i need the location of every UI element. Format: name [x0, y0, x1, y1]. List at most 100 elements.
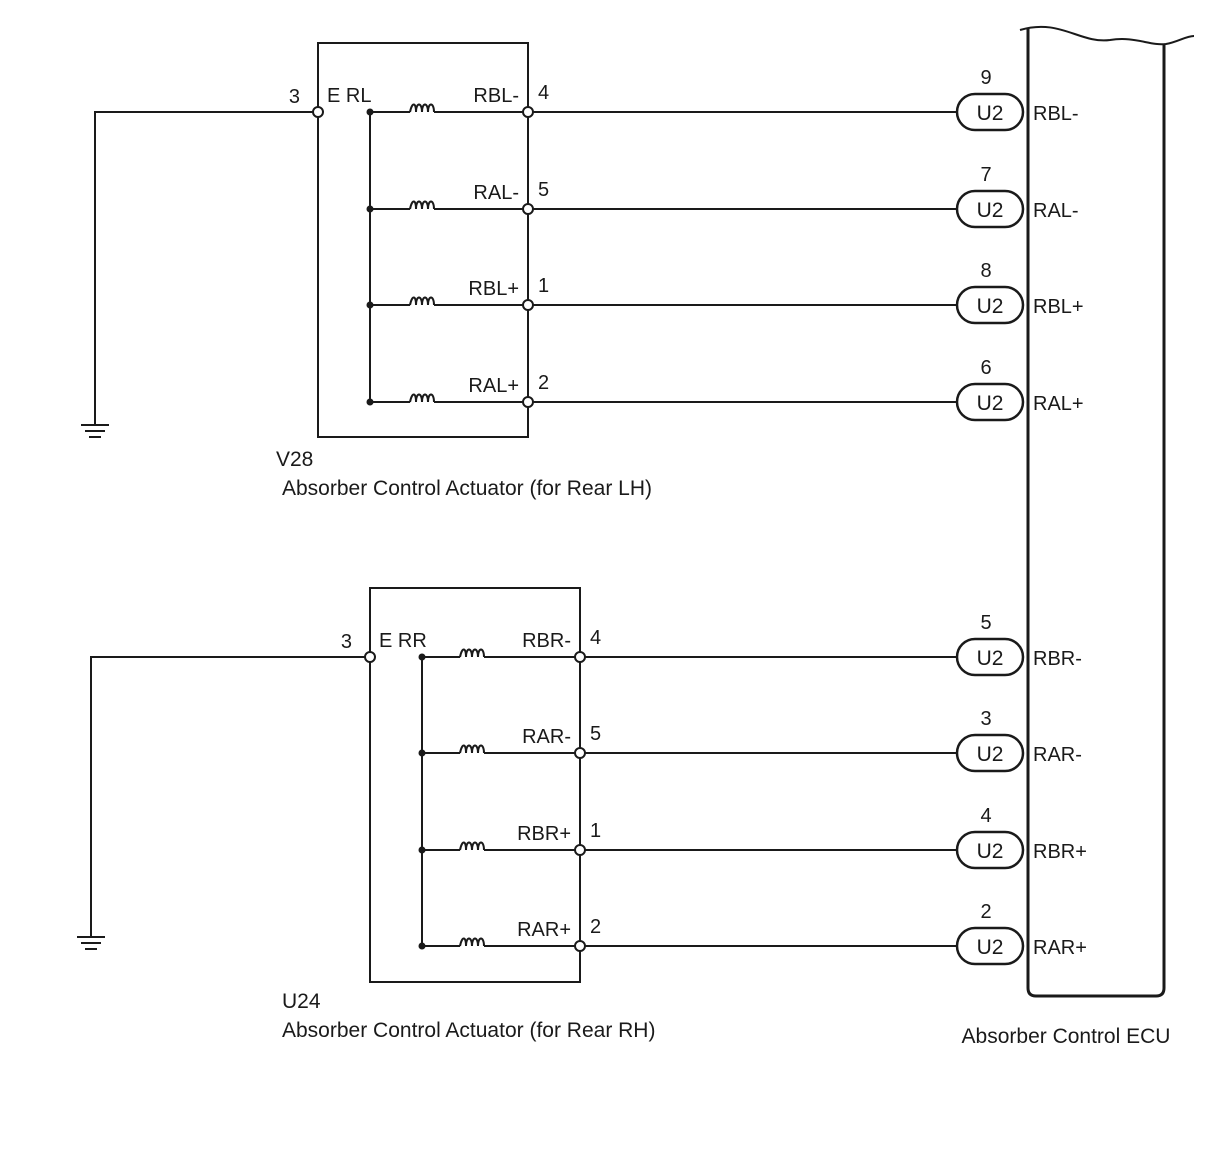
- pin-number: 2: [590, 916, 601, 938]
- terminal-label: RAR-: [522, 726, 571, 748]
- ground-icon: [81, 424, 109, 438]
- ground-wire: [90, 656, 370, 937]
- ecu-pin-number: 5: [980, 612, 991, 634]
- terminal: [574, 844, 586, 856]
- connector-capsule: [955, 733, 1025, 773]
- coil-icon: [459, 648, 485, 658]
- connector-code: U2: [977, 392, 1004, 415]
- ecu-terminal-label: RBR+: [1033, 841, 1087, 863]
- terminal-label: RBR-: [522, 630, 571, 652]
- terminal: [574, 651, 586, 663]
- ecu-terminal-label: RAL-: [1033, 200, 1079, 222]
- ground-terminal: [312, 106, 324, 118]
- junction-dot: [366, 205, 374, 213]
- connector-code: U2: [977, 102, 1004, 125]
- junction-dot: [418, 653, 426, 661]
- coil-icon: [459, 841, 485, 851]
- ecu-pin-number: 7: [980, 164, 991, 186]
- terminal: [574, 940, 586, 952]
- connector-code: U2: [977, 199, 1004, 222]
- ground-pin-number: 3: [341, 631, 352, 653]
- coil-icon: [409, 103, 435, 113]
- ground-wire: [94, 111, 318, 425]
- pin-number: 1: [590, 820, 601, 842]
- ecu-terminal-label: RBR-: [1033, 648, 1082, 670]
- terminal-label: RBL+: [468, 278, 519, 300]
- pin-number: 2: [538, 372, 549, 394]
- connector-capsule: [955, 926, 1025, 966]
- ecu-pin-number: 6: [980, 357, 991, 379]
- ecu-pin-number: 2: [980, 901, 991, 923]
- junction-dot: [418, 749, 426, 757]
- actuator-box: [317, 42, 529, 438]
- terminal-label: RAR+: [517, 919, 571, 941]
- absorber-control-ecu: [1019, 25, 1195, 998]
- ecu-pin-number: 4: [980, 805, 991, 827]
- ecu-break-line: [1019, 25, 1195, 46]
- ground-icon: [77, 936, 105, 950]
- ecu-pin-number: 9: [980, 67, 991, 89]
- connector-capsule: [955, 637, 1025, 677]
- coil-icon: [459, 744, 485, 754]
- junction-dot: [366, 398, 374, 406]
- terminal: [522, 396, 534, 408]
- connector-capsule: [955, 285, 1025, 325]
- pin-number: 5: [590, 723, 601, 745]
- terminal: [522, 299, 534, 311]
- junction-dot: [366, 301, 374, 309]
- connector-capsule: [955, 382, 1025, 422]
- connector-code: U2: [977, 936, 1004, 959]
- connector-code: U2: [977, 743, 1004, 766]
- pin-number: 4: [590, 627, 601, 649]
- coil-icon: [409, 200, 435, 210]
- ground-terminal-label: E RL: [327, 85, 371, 107]
- pin-number: 1: [538, 275, 549, 297]
- ground-terminal: [364, 651, 376, 663]
- connector-capsule: [955, 189, 1025, 229]
- junction-dot: [418, 942, 426, 950]
- actuator-box: [369, 587, 581, 983]
- terminal: [574, 747, 586, 759]
- connector-code: U2: [977, 647, 1004, 670]
- connector-capsule: [955, 830, 1025, 870]
- coil-icon: [409, 393, 435, 403]
- pin-number: 4: [538, 82, 549, 104]
- connector-code: U2: [977, 295, 1004, 318]
- ecu-terminal-label: RAR-: [1033, 744, 1082, 766]
- ecu-caption: Absorber Control ECU: [962, 1025, 1171, 1048]
- junction-dot: [418, 846, 426, 854]
- ground-terminal-label: E RR: [379, 630, 427, 652]
- actuator-code: V28: [276, 448, 313, 471]
- ground-pin-number: 3: [289, 86, 300, 108]
- terminal: [522, 203, 534, 215]
- actuator-code: U24: [282, 990, 321, 1013]
- ecu-pin-number: 3: [980, 708, 991, 730]
- coil-icon: [409, 296, 435, 306]
- terminal-label: RBR+: [517, 823, 571, 845]
- pin-number: 5: [538, 179, 549, 201]
- terminal-label: RBL-: [473, 85, 519, 107]
- terminal-label: RAL+: [468, 375, 519, 397]
- ecu-terminal-label: RAL+: [1033, 393, 1084, 415]
- connector-capsule: [955, 92, 1025, 132]
- actuator-name: Absorber Control Actuator (for Rear LH): [282, 477, 652, 500]
- ecu-outline: [1026, 28, 1166, 998]
- ecu-terminal-label: RBL-: [1033, 103, 1079, 125]
- coil-icon: [459, 937, 485, 947]
- terminal-label: RAL-: [473, 182, 519, 204]
- terminal: [522, 106, 534, 118]
- ecu-pin-number: 8: [980, 260, 991, 282]
- connector-code: U2: [977, 840, 1004, 863]
- junction-dot: [366, 108, 374, 116]
